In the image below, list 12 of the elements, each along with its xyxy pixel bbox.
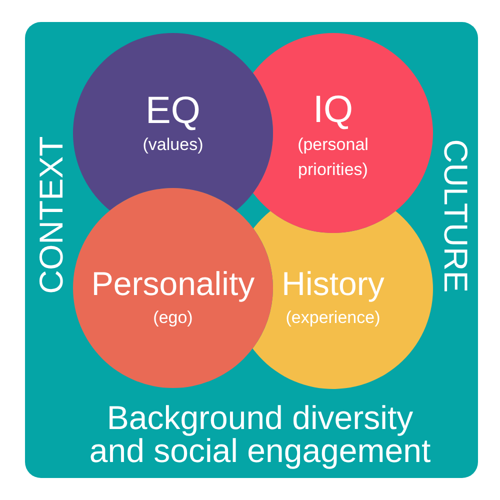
- circle-title: EQ: [146, 90, 200, 132]
- rounded-panel: [25, 22, 478, 478]
- circle-subtitle: (ego): [153, 306, 193, 329]
- circle-subtitle: (personal priorities): [296, 134, 370, 181]
- circle-subtitle: (values): [142, 134, 204, 156]
- circle-title: History: [282, 266, 384, 303]
- panel-caption: Background diversity and social engagement: [88, 401, 432, 467]
- side-label: CONTEXT: [34, 136, 68, 294]
- circle-subtitle: (experience): [286, 306, 380, 329]
- side-label: CULTURE: [440, 139, 472, 293]
- circle-title: IQ: [312, 90, 354, 132]
- circle-title: Personality: [91, 266, 255, 303]
